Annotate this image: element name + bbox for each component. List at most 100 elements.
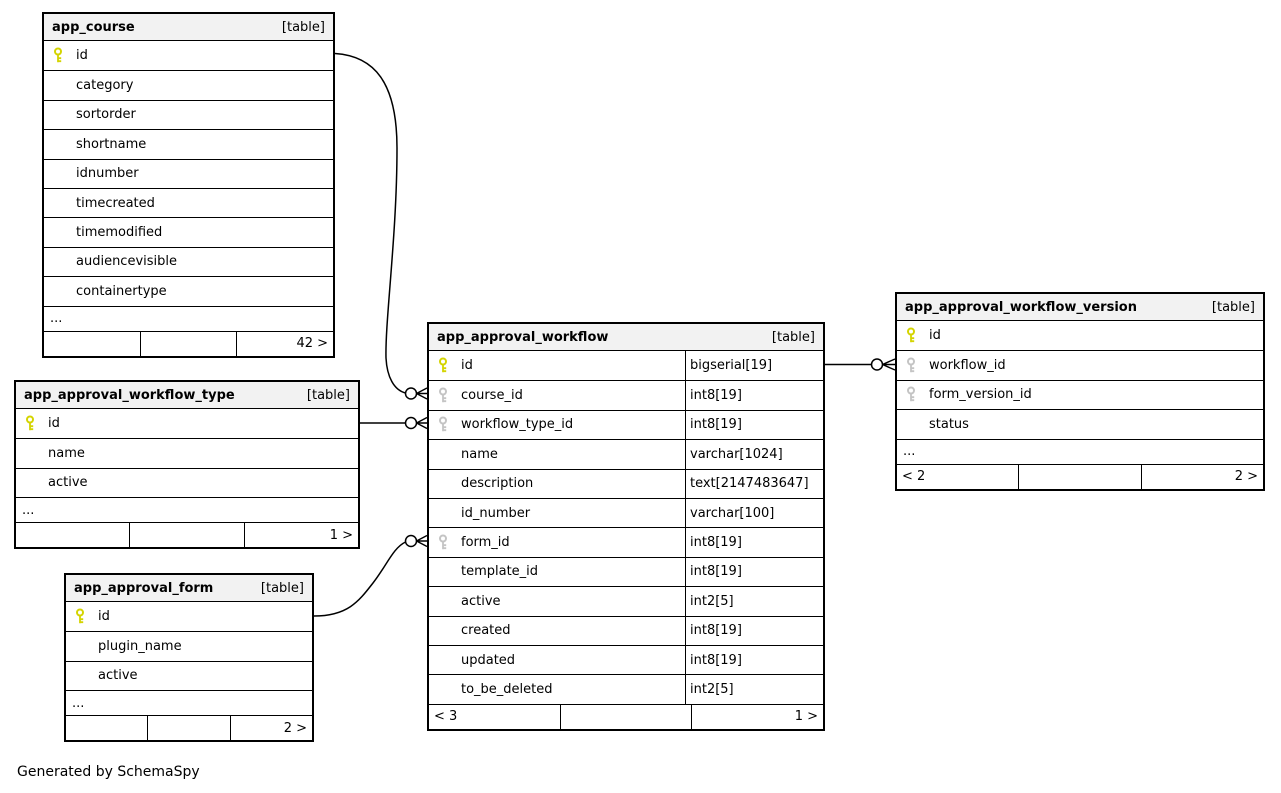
column-type: varchar[1024] xyxy=(685,440,823,469)
footer-spacer-cell xyxy=(139,331,237,356)
column-name: id xyxy=(48,416,60,432)
column-type: varchar[100] xyxy=(685,498,823,528)
column-row-containertype: containertype xyxy=(44,276,333,305)
column-name-cell: idnumber xyxy=(44,160,333,188)
column-name-cell: name xyxy=(16,439,358,467)
column-name-cell: sortorder xyxy=(44,101,333,129)
column-row-course_id: course_id int8[19] xyxy=(429,380,823,410)
column-name-cell: id xyxy=(897,321,1263,350)
column-row-plugin_name: plugin_name xyxy=(66,631,312,660)
table-footer: < 2 2 > xyxy=(897,463,1263,489)
table-type-badge: [table] xyxy=(771,329,815,345)
entity-table-app-course[interactable]: app_course [table] id category sortorder sh… xyxy=(42,12,335,358)
table-title[interactable]: app_approval_form xyxy=(74,580,214,596)
column-name: id_number xyxy=(461,505,531,521)
table-footer: 2 > xyxy=(66,715,312,741)
table-type-badge: [table] xyxy=(1211,299,1255,315)
column-row-updated: updated int8[19] xyxy=(429,644,823,675)
entity-table-app-approval-workflow[interactable]: app_approval_workflow [table] id bigseria… xyxy=(427,322,825,731)
column-name-cell: category xyxy=(44,71,333,99)
column-name-cell: audiencevisible xyxy=(44,248,333,276)
foreign-key-icon xyxy=(437,387,451,404)
ellipsis-row: ... xyxy=(16,497,358,522)
column-name: form_version_id xyxy=(929,387,1032,403)
column-row-id: id xyxy=(44,41,333,70)
relationship-workflowtype-to-workflow xyxy=(360,416,428,430)
column-name: active xyxy=(98,668,138,684)
table-header: app_course [table] xyxy=(44,14,333,41)
table-title[interactable]: app_course xyxy=(52,19,135,35)
column-name: id xyxy=(76,48,88,64)
column-name-cell: id_number xyxy=(429,499,685,527)
column-name: id xyxy=(461,358,473,374)
column-name: template_id xyxy=(461,564,539,580)
column-row-idnumber: idnumber xyxy=(44,158,333,188)
column-row-active: active xyxy=(66,660,312,690)
column-name: sortorder xyxy=(76,107,136,123)
ellipsis-row: ... xyxy=(897,438,1263,464)
ellipsis-row: ... xyxy=(66,690,312,715)
primary-key-icon xyxy=(24,415,38,432)
foreign-key-icon xyxy=(437,534,451,551)
column-row-name: name xyxy=(16,438,358,467)
entity-table-app-approval-workflow-version[interactable]: app_approval_workflow_version [table] id… xyxy=(895,292,1265,491)
column-row-sortorder: sortorder xyxy=(44,99,333,129)
column-name: to_be_deleted xyxy=(461,681,553,697)
column-name: updated xyxy=(461,652,516,668)
column-name-cell: course_id xyxy=(429,381,685,409)
column-name-cell: workflow_id xyxy=(897,351,1263,379)
column-name: category xyxy=(76,78,134,94)
column-name: active xyxy=(48,475,88,491)
primary-key-icon xyxy=(905,327,919,344)
foreign-key-icon xyxy=(437,416,451,433)
table-header: app_approval_form [table] xyxy=(66,575,312,602)
footer-parents-count: < 2 xyxy=(902,469,926,485)
column-name-cell: containertype xyxy=(44,277,333,305)
column-name: created xyxy=(461,623,511,639)
column-name-cell: plugin_name xyxy=(66,632,312,660)
column-row-id_number: id_number varchar[100] xyxy=(429,497,823,528)
footer-parents-count xyxy=(44,332,140,356)
foreign-key-icon xyxy=(905,386,919,403)
column-name-cell: shortname xyxy=(44,130,333,158)
column-row-active: active xyxy=(16,467,358,497)
zero-cardinality-circle xyxy=(870,358,884,371)
column-type: int8[19] xyxy=(685,616,823,645)
column-row-workflow_id: workflow_id xyxy=(897,350,1263,379)
column-row-timecreated: timecreated xyxy=(44,187,333,217)
column-name: course_id xyxy=(461,388,523,404)
table-title[interactable]: app_approval_workflow_version xyxy=(905,299,1137,315)
table-title[interactable]: app_approval_workflow_type xyxy=(24,387,235,403)
primary-key-icon xyxy=(74,608,88,625)
column-name: id xyxy=(98,609,110,625)
column-name: form_id xyxy=(461,535,510,551)
footer-spacer-cell xyxy=(129,523,243,548)
column-name: shortname xyxy=(76,136,147,152)
column-name-cell: created xyxy=(429,617,685,645)
column-type: bigserial[19] xyxy=(685,351,823,381)
column-row-shortname: shortname xyxy=(44,129,333,158)
footer-spacer-cell xyxy=(1018,464,1140,489)
column-name: workflow_type_id xyxy=(461,417,574,433)
column-type: int8[19] xyxy=(685,410,823,440)
table-title[interactable]: app_approval_workflow xyxy=(437,329,609,345)
column-type: int8[19] xyxy=(685,381,823,410)
column-type: int8[19] xyxy=(685,557,823,587)
column-name-cell: workflow_type_id xyxy=(429,411,685,439)
table-header: app_approval_workflow_version [table] xyxy=(897,294,1263,321)
column-name-cell: name xyxy=(429,440,685,468)
column-name: name xyxy=(48,446,85,462)
column-name-cell: timemodified xyxy=(44,218,333,246)
crow-foot-arrow xyxy=(416,387,428,400)
column-row-workflow_type_id: workflow_type_id int8[19] xyxy=(429,409,823,440)
column-name-cell: status xyxy=(897,410,1263,438)
column-type: int8[19] xyxy=(685,645,823,675)
crow-foot-arrow xyxy=(416,416,428,430)
primary-key-icon xyxy=(52,47,66,64)
column-name: description xyxy=(461,476,534,492)
